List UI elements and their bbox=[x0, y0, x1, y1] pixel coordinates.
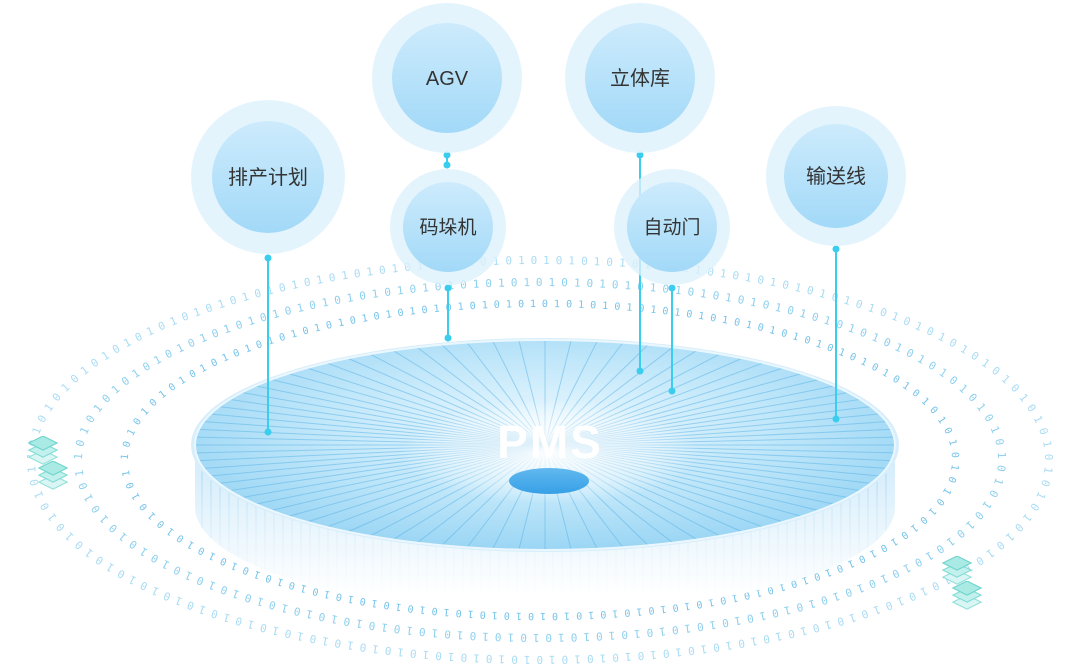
connector-dot bbox=[444, 334, 452, 342]
layers-icon bbox=[952, 581, 982, 610]
connector-dot bbox=[264, 428, 272, 436]
connector-dot bbox=[443, 151, 451, 159]
node-label: 码垛机 bbox=[419, 217, 476, 239]
layers-icon bbox=[38, 461, 68, 490]
connector-dot bbox=[636, 151, 644, 159]
connector-dot bbox=[264, 254, 272, 262]
node-label: 排产计划 bbox=[228, 166, 308, 189]
node-circle bbox=[403, 182, 493, 272]
disk-top-edge-highlight bbox=[194, 339, 896, 551]
node-production-schedule: 排产计划 bbox=[191, 100, 345, 254]
center-glow bbox=[400, 400, 700, 504]
center-hub bbox=[509, 468, 589, 494]
disk-side-wall bbox=[195, 445, 895, 612]
connector-dot bbox=[444, 284, 452, 292]
node-label: 立体库 bbox=[610, 67, 670, 90]
node-circle bbox=[585, 23, 695, 133]
node-circle bbox=[627, 182, 717, 272]
connector-dot bbox=[668, 284, 676, 292]
node-label: AGV bbox=[426, 68, 469, 90]
node-palletizer: 码垛机 bbox=[390, 169, 506, 285]
node-label: 自动门 bbox=[643, 217, 700, 239]
pms-label: PMS bbox=[497, 416, 603, 468]
pms-platform-disk: PMS bbox=[191, 338, 899, 612]
connector-dot bbox=[443, 161, 451, 169]
connector-dot bbox=[832, 245, 840, 253]
node-agv: AGV bbox=[372, 3, 522, 153]
node-circle bbox=[212, 121, 324, 233]
connector-dot bbox=[636, 367, 644, 375]
node-stereoscopic-warehouse: 立体库 bbox=[565, 3, 715, 153]
connector-dot bbox=[832, 415, 840, 423]
disk-side-stripes bbox=[201, 465, 887, 612]
node-circle bbox=[784, 124, 888, 228]
connector-dot bbox=[668, 387, 676, 395]
node-label: 输送线 bbox=[806, 165, 866, 188]
node-automatic-door: 自动门 bbox=[614, 169, 730, 285]
node-circle bbox=[392, 23, 502, 133]
node-conveyor-line: 输送线 bbox=[766, 106, 906, 246]
